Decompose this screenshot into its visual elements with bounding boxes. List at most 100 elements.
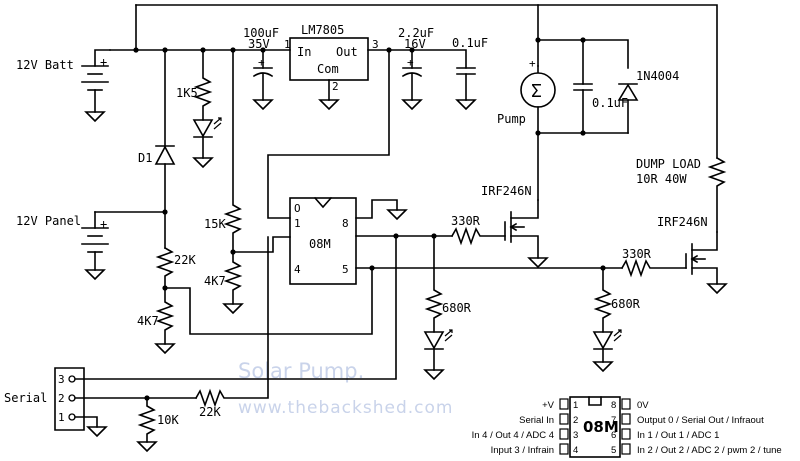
diode-1n4004-label: 1N4004 [636, 69, 679, 83]
regulator-pin3: 3 [372, 38, 379, 51]
r1k5-label: 1K5 [176, 86, 198, 100]
resistor-4k7-divider [154, 287, 176, 355]
pinout-left-3-label: In 4 / Out 4 / ADC 4 [472, 430, 554, 441]
r680-a-label: 680R [442, 301, 472, 315]
resistor-330r-b [620, 258, 687, 278]
junction-dot [580, 37, 586, 43]
pump-plus: + [529, 57, 536, 70]
pump-label: Pump [497, 112, 526, 126]
wire-serial-gnd [74, 416, 98, 428]
pump-sigma: Σ [531, 81, 542, 102]
c1-plus: + [258, 56, 265, 69]
wire-serial-out [74, 235, 397, 380]
ground-pin8 [386, 209, 408, 221]
resistor-680r-b [592, 267, 622, 373]
pinout-right-7-label: Output 0 / Serial Out / Infraout [637, 415, 764, 426]
wire-5v-to-pin1 [267, 49, 390, 219]
resistor-680r-a [423, 235, 453, 381]
wire-to-pin4 [232, 236, 291, 253]
pinout-right-6-num: 6 [611, 430, 616, 441]
c1-value: 100uF [243, 26, 279, 40]
resistor-10k [136, 397, 158, 453]
resistor-dump-load [707, 156, 727, 233]
mosfet-b [685, 231, 728, 295]
wire-pin8-gnd [355, 199, 398, 219]
chip-08m [289, 196, 357, 285]
chip-pin1: 1 [294, 217, 301, 230]
capacitor-100uf [252, 49, 274, 111]
regulator-pin2: 2 [332, 80, 339, 93]
regulator-out: Out [336, 45, 358, 59]
pinout-right-5-label: In 2 / Out 2 / ADC 2 / pwm 2 / tune [637, 445, 782, 456]
diode-1n4004 [617, 83, 639, 134]
pinout-left-2-label: Serial In [519, 415, 554, 426]
panel-label: 12V Panel [16, 214, 81, 228]
serial-label: Serial [4, 391, 47, 405]
mosfet-a [504, 199, 549, 269]
battery-plus: + [100, 55, 107, 69]
resistor-22k-serial [194, 236, 269, 408]
c2-voltage: 16V [404, 37, 426, 51]
resistor-22k-divider [155, 246, 175, 289]
junction-dot [133, 47, 139, 53]
r680-b-label: 680R [611, 297, 641, 311]
chip-pin8: 8 [342, 217, 349, 230]
r15k-label: 15K [204, 217, 226, 231]
chip-pin5: 5 [342, 263, 349, 276]
r4k7-a-label: 4K7 [204, 274, 226, 288]
capacitor-0-1uf-b [573, 83, 593, 134]
c2-plus: + [407, 56, 414, 69]
r330-a-label: 330R [451, 214, 481, 228]
mosfet-b-label: IRF246N [657, 215, 708, 229]
wire-divider-to-pin5 [164, 267, 373, 335]
panel-symbol [81, 211, 166, 281]
r22k-serial-label: 22K [199, 405, 221, 419]
serial-connector [54, 367, 85, 431]
pinout-diagram [559, 396, 631, 458]
serial-pin3: 3 [58, 373, 65, 386]
resistor-1k5 [193, 49, 213, 121]
pinout-left-2-num: 2 [573, 415, 578, 426]
regulator-pin1: 1 [284, 38, 291, 51]
mosfet-a-label: IRF246N [481, 184, 532, 198]
c2-value: 2.2uF [398, 26, 434, 40]
pinout-right-7-num: 7 [611, 415, 616, 426]
r4k7-divider-label: 4K7 [137, 314, 159, 328]
pinout-left-3-num: 3 [573, 430, 578, 441]
battery-label: 12V Batt [16, 58, 74, 72]
dump-load-label: DUMP LOAD [636, 157, 701, 171]
led-1 [192, 117, 222, 169]
regulator-com: Com [317, 62, 339, 76]
serial-pin2: 2 [58, 392, 65, 405]
chip-pin-o: O [294, 202, 301, 215]
chip-label: 08M [309, 237, 331, 251]
chip-pin4: 4 [294, 263, 301, 276]
pinout-chip-label: 08M [583, 418, 619, 436]
dump-load-rating: 10R 40W [636, 172, 687, 186]
resistor-330r-a [450, 226, 506, 246]
pinout-left-1-label: +V [542, 400, 555, 411]
panel-plus: + [100, 217, 107, 231]
c4-value: 0.1uF [592, 96, 628, 110]
serial-pin1: 1 [58, 411, 65, 424]
pinout-right-8-num: 8 [611, 400, 616, 411]
pump-motor: Σ [520, 65, 556, 201]
junction-dot [535, 130, 541, 136]
ground-serial [86, 426, 108, 438]
pinout-right-8-label: 0V [637, 400, 649, 411]
d1-label: D1 [138, 151, 152, 165]
pinout-right-6-label: In 1 / Out 1 / ADC 1 [637, 430, 719, 441]
pinout-left-1-num: 1 [573, 400, 578, 411]
junction-dot [369, 265, 375, 271]
r330-b-label: 330R [622, 247, 652, 261]
r10k-label: 10K [157, 413, 179, 427]
c1-voltage: 35V [248, 37, 270, 51]
resistor-15k [223, 49, 243, 253]
pinout-right-5-num: 5 [611, 445, 616, 456]
regulator-in: In [297, 45, 311, 59]
junction-dot [162, 209, 168, 215]
r22k-divider-label: 22K [174, 253, 196, 267]
watermark-url: www.thebackshed.com [238, 398, 453, 418]
top-rail-wires [109, 4, 718, 159]
